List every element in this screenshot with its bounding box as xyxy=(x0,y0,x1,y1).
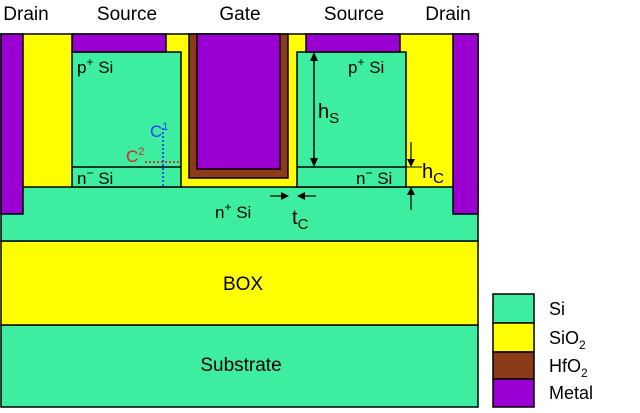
drain-right-metal xyxy=(452,33,479,215)
label-n-minus-right: n− Si xyxy=(356,166,392,188)
label-drain-left: Drain xyxy=(3,4,48,25)
drain-left-metal xyxy=(0,33,24,215)
source-right-metal xyxy=(305,33,401,53)
tc-label: tC xyxy=(292,207,309,233)
legend-label-metal: Metal xyxy=(549,383,593,403)
legend-swatch-metal xyxy=(492,378,535,408)
label-n-minus-left: n− Si xyxy=(77,166,113,188)
label-box: BOX xyxy=(223,274,263,295)
legend-swatch-sio2 xyxy=(492,322,535,353)
legend: Si SiO2 HfO2 Metal xyxy=(492,293,593,408)
label-p-plus-left: p+ Si xyxy=(77,55,113,77)
label-n-plus: n+ Si xyxy=(215,200,251,222)
hs-dimension: hS xyxy=(310,52,339,167)
substrate-layer xyxy=(0,324,479,408)
tc-dimension: tC xyxy=(270,192,316,233)
source-left-metal xyxy=(71,33,167,53)
legend-label-sio2: SiO2 xyxy=(549,328,586,352)
label-source-right: Source xyxy=(324,4,384,25)
hc-label: hC xyxy=(422,161,444,187)
hc-dimension: hC xyxy=(406,142,444,210)
label-gate: Gate xyxy=(219,4,260,25)
legend-swatch-hfo2 xyxy=(492,351,535,380)
label-p-plus-right: p+ Si xyxy=(348,55,384,77)
legend-label-si: Si xyxy=(549,299,565,319)
cut-c1: C1 xyxy=(150,121,168,187)
c2-label: C2 xyxy=(126,146,144,166)
box-layer xyxy=(0,240,479,326)
hs-label: hS xyxy=(318,101,339,127)
legend-label-hfo2: HfO2 xyxy=(549,356,588,380)
label-source-left: Source xyxy=(97,4,157,25)
gate-metal xyxy=(196,33,281,170)
pillar-right xyxy=(296,51,407,188)
label-substrate: Substrate xyxy=(200,355,281,376)
c1-label: C1 xyxy=(150,121,168,141)
cut-c2: C2 xyxy=(126,146,181,166)
legend-swatch-si xyxy=(492,293,535,324)
label-drain-right: Drain xyxy=(425,4,470,25)
